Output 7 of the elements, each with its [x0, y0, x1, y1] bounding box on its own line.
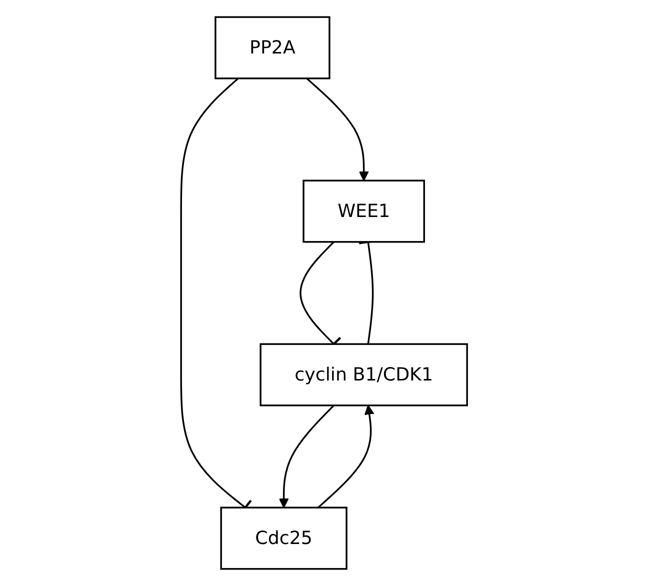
node-box: WEE1	[302, 180, 425, 243]
node-box: cyclin B1/CDK1	[260, 343, 468, 406]
arrow	[317, 404, 374, 508]
arrow	[306, 78, 369, 182]
arrow	[278, 404, 334, 508]
node-box: Cdc25	[220, 506, 348, 570]
node-box: PP2A	[214, 16, 330, 80]
